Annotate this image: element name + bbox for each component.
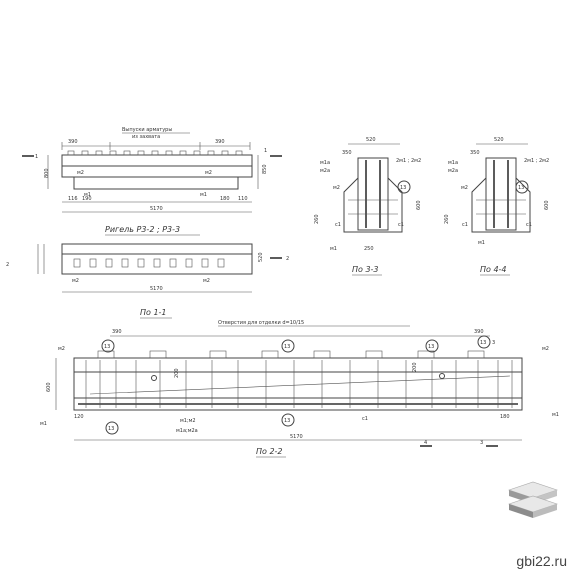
rebar-mark: с1: [362, 416, 368, 422]
rebar-mark: м1: [200, 192, 207, 198]
rebar-mark: м2: [542, 346, 549, 352]
rebar-mark: м2: [461, 185, 468, 191]
dim-label: 250: [364, 246, 374, 252]
callout-label: 13: [108, 426, 114, 432]
callout-label: 13: [518, 185, 524, 191]
dim-label: 200: [412, 362, 418, 372]
callout-label: 13: [284, 418, 290, 424]
facade-view: 520 м2 м2 5170 2 2: [6, 243, 289, 293]
dim-label: 390: [474, 329, 484, 335]
callout-label: 13: [284, 344, 290, 350]
dim-label: 520: [494, 137, 504, 143]
callout-label: 13: [428, 344, 434, 350]
dim-label: 600: [416, 200, 422, 210]
section-4-view: 520 м1а м2а м2 м1 с1 с1 13 2м1 ; 2м2 260…: [444, 137, 550, 246]
rebar-mark: 2м1 ; 2м2: [396, 158, 421, 164]
callout-label: 13: [104, 344, 110, 350]
dim-label: 260: [314, 214, 320, 224]
section-1-caption: По 1-1: [140, 308, 167, 317]
section-1-view: Отверстия для отделки d=10/15 390 390: [40, 320, 559, 447]
section-mark: 4: [424, 440, 427, 446]
rebar-mark: м1;м2: [180, 418, 196, 424]
rebar-mark: с1: [335, 222, 341, 228]
rebar-mark: м1а;м2а: [176, 428, 198, 434]
section-3-view: 520 м1а м2а м2 м1 с1 с1 13 2м1 ; 2м2 250…: [314, 137, 422, 252]
rebar-mark: м2: [58, 346, 65, 352]
section-1-note: Отверстия для отделки d=10/15: [218, 320, 304, 326]
dim-label: 350: [342, 150, 352, 156]
section-mark: 2: [6, 262, 9, 268]
callout-label: 13: [400, 185, 406, 191]
callout-label: 3: [492, 340, 495, 346]
dim-label: 110: [238, 196, 248, 202]
plan-note-line2: из захвата: [132, 134, 160, 140]
dim-label: 390: [215, 139, 225, 145]
dim-label: 520: [258, 252, 264, 262]
dim-label: 5170: [150, 286, 163, 292]
rebar-mark: м1: [552, 412, 559, 418]
rebar-mark: м1: [84, 192, 91, 198]
rebar-mark: м1: [40, 421, 47, 427]
rebar-mark: м2: [205, 170, 212, 176]
plan-note-line1: Выпуски арматуры: [122, 127, 172, 133]
dim-label: 350: [470, 150, 480, 156]
dim-label: 260: [444, 214, 450, 224]
dim-label: 5170: [150, 206, 163, 212]
dim-label: 180: [500, 414, 510, 420]
rebar-mark: м1: [478, 240, 485, 246]
facade-caption: Ригель Р3-2 ; Р3-3: [105, 225, 180, 234]
dim-label: 600: [46, 382, 52, 392]
rebar-mark: с1: [462, 222, 468, 228]
dim-label: 180: [220, 196, 230, 202]
watermark: gbi22.ru: [516, 553, 567, 569]
rebar-mark: м2а: [448, 168, 458, 174]
dim-label: 600: [544, 200, 550, 210]
dim-label: 850: [262, 164, 268, 174]
rebar-mark: м2: [333, 185, 340, 191]
rebar-mark: с1: [526, 222, 532, 228]
rebar-mark: м2а: [320, 168, 330, 174]
dim-label: 390: [112, 329, 122, 335]
callout-label: 13: [480, 340, 486, 346]
rebar-mark: м1: [330, 246, 337, 252]
site-logo-icon: [508, 481, 558, 518]
section-mark: 3: [480, 440, 483, 446]
dim-label: 800: [44, 168, 50, 178]
dim-label: 120: [74, 414, 84, 420]
rebar-mark: м1а: [320, 160, 330, 166]
rebar-mark: м2: [72, 278, 79, 284]
rebar-mark: 2м1 ; 2м2: [524, 158, 549, 164]
dim-label: 116: [68, 196, 78, 202]
dim-label: 200: [174, 368, 180, 378]
rebar-mark: м1а: [448, 160, 458, 166]
section-mark: 2: [286, 256, 289, 262]
dim-label: 390: [68, 139, 78, 145]
section-3-caption: По 3-3: [352, 265, 379, 274]
rebar-mark: с1: [398, 222, 404, 228]
section-mark: 1: [35, 154, 38, 160]
dim-label: 190: [82, 196, 92, 202]
section-mark: 1: [264, 148, 267, 154]
rebar-mark: м2: [203, 278, 210, 284]
rebar-mark: м2: [77, 170, 84, 176]
section-4-caption: По 4-4: [480, 265, 507, 274]
top-plan-view: 390 390 Выпуски арматуры из захвата 800 …: [22, 127, 282, 213]
section-2-caption: По 2-2: [256, 447, 283, 456]
dim-label: 5170: [290, 434, 303, 440]
dim-label: 520: [366, 137, 376, 143]
